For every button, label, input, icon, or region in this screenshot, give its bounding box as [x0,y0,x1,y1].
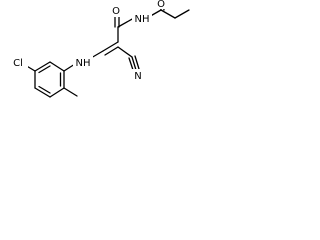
aniline-nh-label: NH [76,58,91,69]
molecule-structure-diagram: Cl NH O NH O N [8,0,190,98]
bond-ring-methyl [63,87,78,97]
nitrile-group [117,46,140,71]
bond-vinyl-double-inner [104,46,119,56]
chlorine-label: Cl [13,58,23,69]
nitrile-nitrogen-label: N [134,71,141,82]
acrylamide-backbone [90,16,135,59]
atom-labels: Cl NH O NH O N [8,0,167,82]
butanoyl-oxygen-label: O [157,0,165,10]
benzene-ring [34,61,65,98]
amide-oxygen-label: O [112,6,120,17]
imide-nh-label: NH [135,14,150,25]
bond-carbonyl-nh [117,17,135,28]
substituent-bonds [24,63,78,97]
bond-vinyl-double [102,41,119,52]
